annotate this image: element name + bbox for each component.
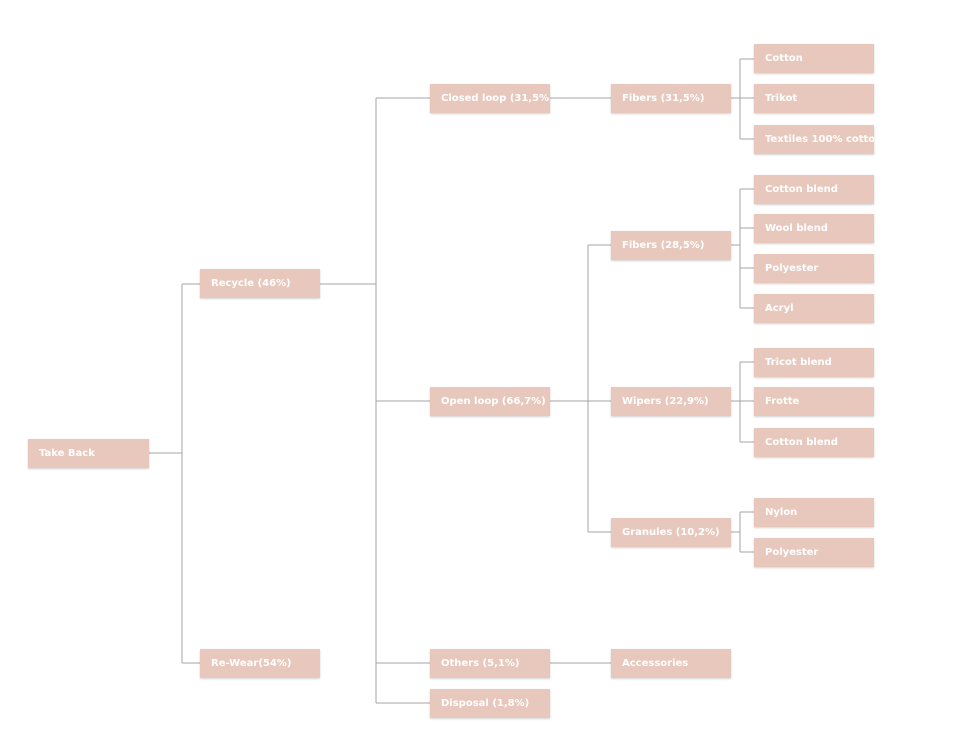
node-wipers: Wipers (22,9%) (611, 387, 731, 416)
node-disposal: Disposal (1,8%) (430, 689, 550, 718)
node-granules: Granules (10,2%) (611, 518, 731, 547)
node-recycle: Recycle (46%) (200, 269, 320, 298)
leaf-trikot: Trikot (754, 84, 874, 113)
node-closed-loop: Closed loop (31,5%) (430, 84, 550, 113)
leaf-granules-polyester: Polyester (754, 538, 874, 567)
node-closed-fibers: Fibers (31,5%) (611, 84, 731, 113)
leaf-wool-blend: Wool blend (754, 214, 874, 243)
leaf-acryl: Acryl (754, 294, 874, 323)
leaf-polyester: Polyester (754, 254, 874, 283)
leaf-nylon: Nylon (754, 498, 874, 527)
node-open-fibers: Fibers (28,5%) (611, 231, 731, 260)
leaf-tricot-blend: Tricot blend (754, 348, 874, 377)
node-take-back: Take Back (28, 439, 149, 468)
leaf-cotton: Cotton (754, 44, 874, 73)
leaf-textiles-100-cotton: Textiles 100% cotton (754, 125, 874, 154)
node-others: Others (5,1%) (430, 649, 550, 678)
leaf-frotte: Frotte (754, 387, 874, 416)
node-open-loop: Open loop (66,7%) (430, 387, 550, 416)
leaf-cotton-blend: Cotton blend (754, 175, 874, 204)
node-accessories: Accessories (611, 649, 731, 678)
node-rewear: Re-Wear(54%) (200, 649, 320, 678)
leaf-wipers-cotton-blend: Cotton blend (754, 428, 874, 457)
